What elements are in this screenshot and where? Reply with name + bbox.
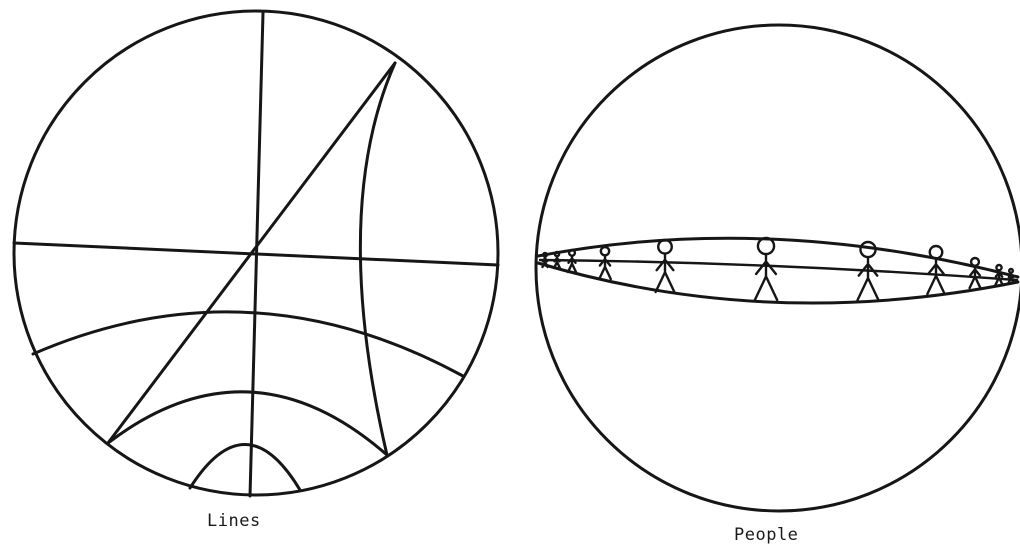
- walking-person-10: [995, 265, 1002, 285]
- walking-person-4: [599, 247, 611, 279]
- walking-line: [540, 260, 1017, 280]
- person-body: [755, 254, 777, 300]
- person-body: [858, 257, 879, 300]
- person-head: [601, 247, 609, 255]
- small-bottom-geodesic: [190, 444, 300, 490]
- lens-upper-arc: [538, 238, 1018, 277]
- walking-person-5: [656, 240, 675, 292]
- caption-lines: Lines: [207, 511, 261, 531]
- person-body: [554, 256, 560, 268]
- walking-person-9: [970, 258, 981, 288]
- person-head: [658, 240, 672, 254]
- caption-people: People: [734, 525, 798, 545]
- lens-lower-arc: [538, 263, 1018, 303]
- walking-person-2: [554, 252, 560, 268]
- walking-person-8: [927, 246, 944, 294]
- wide-lower-geodesic: [33, 312, 463, 376]
- people-boundary-circle: [536, 25, 1020, 511]
- person-head: [930, 246, 942, 258]
- person-body: [599, 255, 611, 279]
- person-body: [656, 254, 675, 292]
- walking-person-6: [755, 238, 777, 300]
- people-disk: [536, 25, 1020, 511]
- walking-person-3: [568, 250, 576, 272]
- person-body: [927, 258, 944, 294]
- people-group: [542, 238, 1013, 300]
- walking-person-11: [1008, 269, 1013, 283]
- person-body: [568, 256, 576, 272]
- lines-disk: [14, 11, 498, 496]
